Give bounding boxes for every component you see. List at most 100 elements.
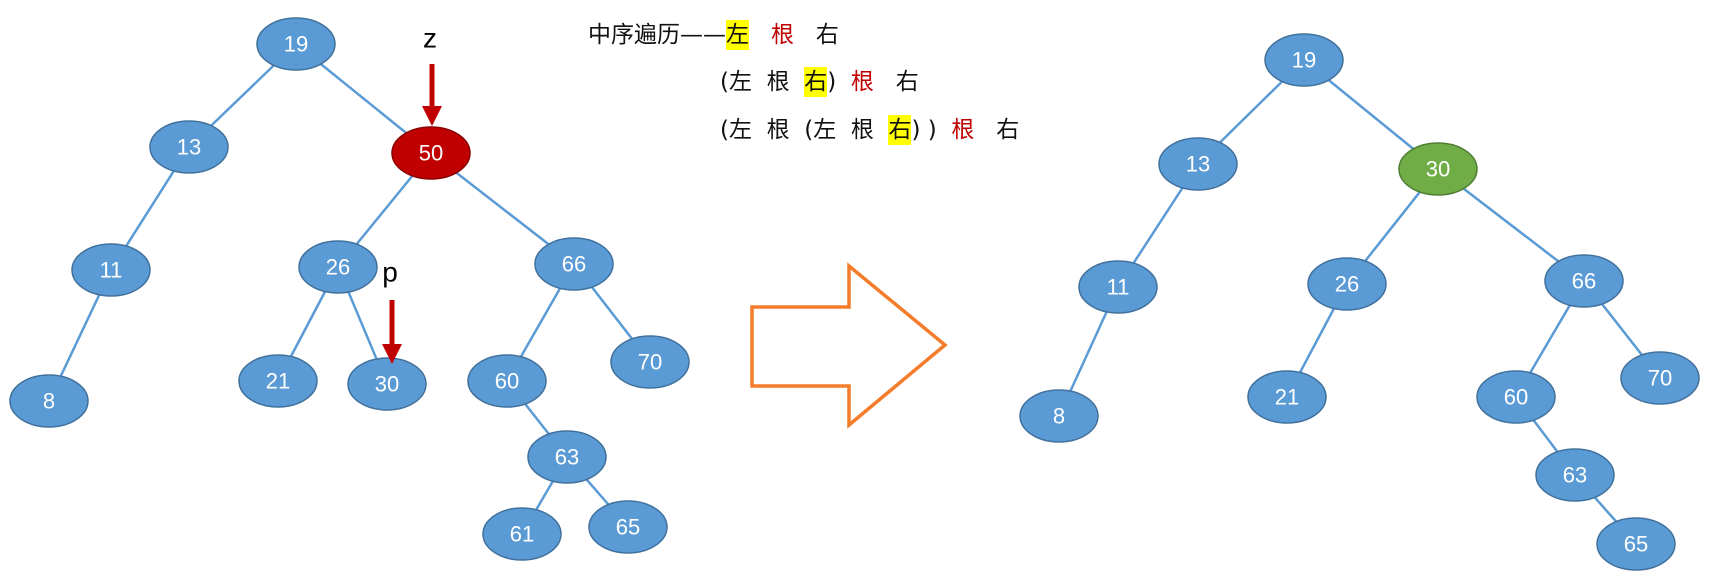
node-label: 66 <box>562 252 586 277</box>
node-label: 13 <box>1186 152 1210 177</box>
traversal-token: 右 <box>974 117 1020 143</box>
node-ellipse <box>1596 517 1676 571</box>
right-node-8: 8 <box>1019 389 1099 443</box>
node-label: 8 <box>43 389 55 414</box>
node-label: 19 <box>1292 48 1316 73</box>
right-tree: 19 13 30 11 26 66 8 21 60 70 63 65 <box>1019 33 1700 571</box>
node-label: 21 <box>266 369 290 394</box>
node-label: 50 <box>419 141 443 166</box>
traversal-token: ) <box>827 69 851 95</box>
left-node-50: 50 <box>391 126 471 180</box>
node-label: 66 <box>1572 269 1596 294</box>
transform-arrow-icon <box>750 262 948 429</box>
left-node-60: 60 <box>467 354 547 408</box>
right-node-63: 63 <box>1535 448 1615 502</box>
left-node-30: 30 <box>347 357 427 411</box>
node-label: 19 <box>284 32 308 57</box>
node-ellipse <box>1078 260 1158 314</box>
z-label: z <box>423 23 437 54</box>
left-node-66: 66 <box>534 237 614 291</box>
node-ellipse <box>391 126 471 180</box>
node-ellipse <box>1158 137 1238 191</box>
node-ellipse <box>256 17 336 71</box>
left-node-8: 8 <box>9 374 89 428</box>
traversal-token: 根 <box>951 117 975 143</box>
node-label: 60 <box>1504 385 1528 410</box>
traversal-line-3: (左 根 (左 根 右) ) 根 右 <box>720 115 1019 145</box>
node-ellipse <box>149 120 229 174</box>
node-ellipse <box>1620 351 1700 405</box>
node-label: 63 <box>1563 463 1587 488</box>
traversal-token: (左 根 (左 根 <box>720 117 889 143</box>
right-node-26: 26 <box>1307 257 1387 311</box>
left-node-61: 61 <box>482 507 562 561</box>
node-ellipse <box>610 335 690 389</box>
traversal-token: 右 <box>888 115 912 145</box>
right-node-60: 60 <box>1476 370 1556 424</box>
node-ellipse <box>588 500 668 554</box>
node-label: 70 <box>1648 366 1672 391</box>
node-ellipse <box>1544 254 1624 308</box>
left-tree: 19 13 50 11 26 66 8 21 30 60 70 63 61 65 <box>9 17 690 561</box>
node-label: 11 <box>1107 275 1130 300</box>
node-ellipse <box>482 507 562 561</box>
node-ellipse <box>9 374 89 428</box>
node-label: 30 <box>375 372 399 397</box>
traversal-token: 右 <box>804 67 828 97</box>
traversal-line-1: 中序遍历——左 根 右 <box>588 20 839 50</box>
left-node-63: 63 <box>527 430 607 484</box>
node-label: 65 <box>1624 532 1648 557</box>
left-node-19: 19 <box>256 17 336 71</box>
node-label: 26 <box>326 255 350 280</box>
node-label: 8 <box>1053 404 1065 429</box>
node-ellipse <box>298 240 378 294</box>
node-label: 65 <box>616 515 640 540</box>
right-node-66: 66 <box>1544 254 1624 308</box>
right-node-70: 70 <box>1620 351 1700 405</box>
node-ellipse <box>527 430 607 484</box>
right-node-19: 19 <box>1264 33 1344 87</box>
traversal-token: 左 <box>726 20 749 50</box>
node-label: 11 <box>100 258 123 283</box>
left-node-13: 13 <box>149 120 229 174</box>
p-label: p <box>382 257 398 288</box>
traversal-token: 右 <box>793 22 839 48</box>
left-node-26: 26 <box>298 240 378 294</box>
traversal-token: 中序遍历—— <box>588 22 726 48</box>
node-ellipse <box>1398 142 1478 196</box>
node-ellipse <box>534 237 614 291</box>
right-node-11: 11 <box>1078 260 1158 314</box>
left-node-21: 21 <box>238 354 318 408</box>
node-label: 60 <box>495 369 519 394</box>
node-ellipse <box>467 354 547 408</box>
node-ellipse <box>1535 448 1615 502</box>
node-label: 63 <box>555 445 579 470</box>
node-ellipse <box>238 354 318 408</box>
traversal-line-2: (左 根 右) 根 右 <box>720 67 919 97</box>
right-node-65: 65 <box>1596 517 1676 571</box>
node-ellipse <box>1307 257 1387 311</box>
node-label: 70 <box>638 350 662 375</box>
node-label: 13 <box>177 135 201 160</box>
node-label: 61 <box>510 522 534 547</box>
traversal-token: ) ) <box>911 117 952 143</box>
left-node-70: 70 <box>610 335 690 389</box>
node-ellipse <box>1476 370 1556 424</box>
right-node-21: 21 <box>1247 370 1327 424</box>
node-label: 26 <box>1335 272 1359 297</box>
node-ellipse <box>1264 33 1344 87</box>
node-ellipse <box>1247 370 1327 424</box>
right-node-30: 30 <box>1398 142 1478 196</box>
traversal-token: 根 <box>770 22 794 48</box>
right-node-13: 13 <box>1158 137 1238 191</box>
traversal-token: (左 根 <box>720 69 805 95</box>
traversal-token: 根 <box>850 69 874 95</box>
node-label: 30 <box>1426 157 1450 182</box>
left-node-65: 65 <box>588 500 668 554</box>
left-node-11: 11 <box>71 243 151 297</box>
node-ellipse <box>71 243 151 297</box>
traversal-token: 右 <box>873 69 919 95</box>
node-ellipse <box>1019 389 1099 443</box>
node-label: 21 <box>1275 385 1299 410</box>
